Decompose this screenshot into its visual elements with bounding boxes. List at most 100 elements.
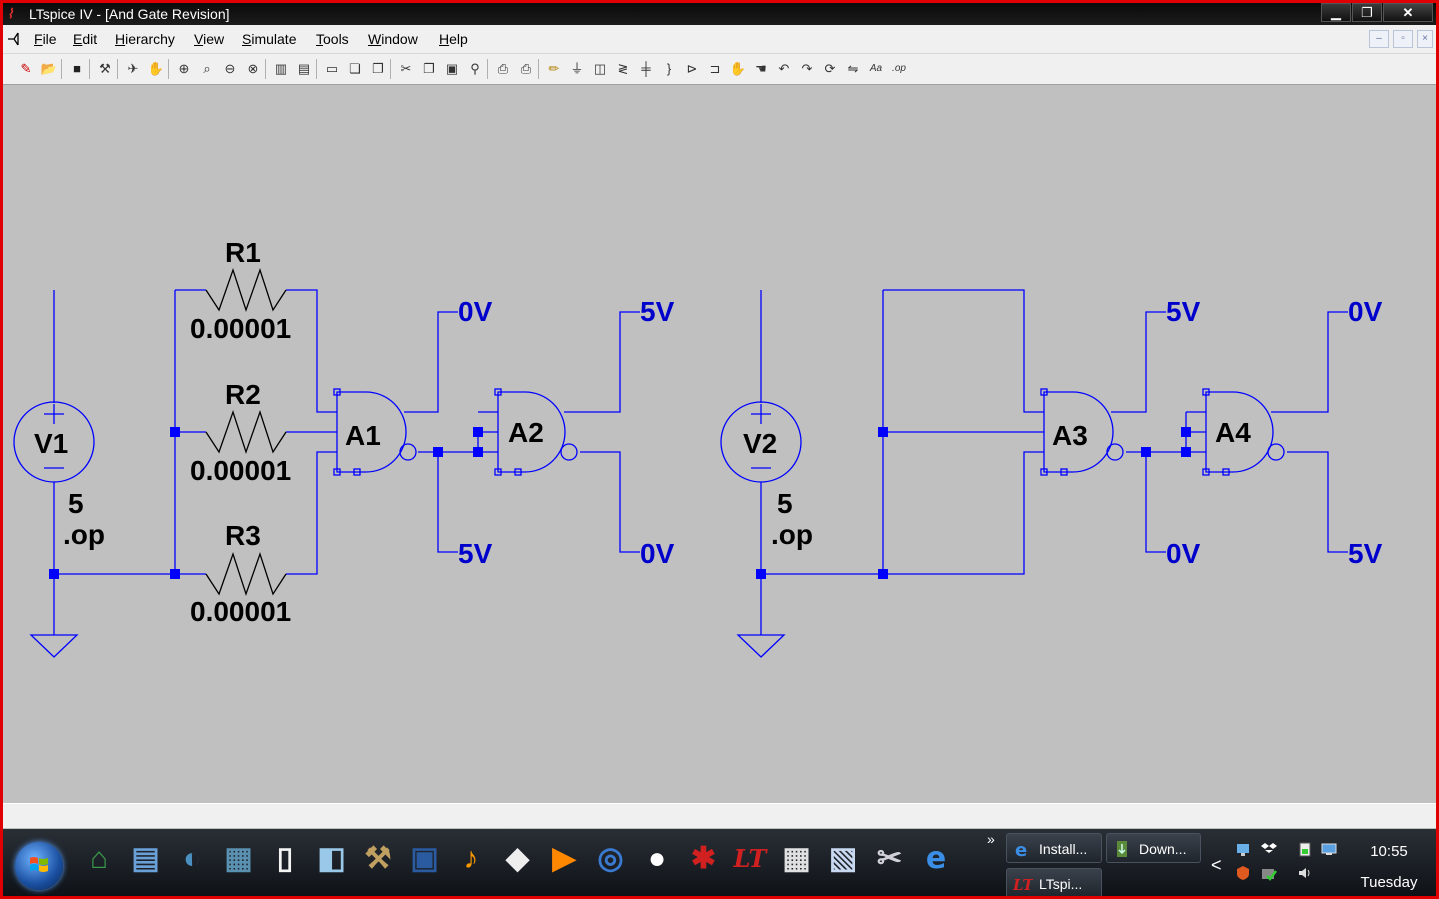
- puzzle-icon[interactable]: ✱: [690, 842, 717, 875]
- calculator-icon[interactable]: ▦: [782, 842, 811, 875]
- and-gate-a3[interactable]: [1040, 388, 1124, 476]
- net-label-a4-below[interactable]: 5V: [1348, 538, 1383, 569]
- shield-tray-icon[interactable]: [1235, 865, 1251, 881]
- task-button-download[interactable]: Down...: [1106, 833, 1201, 863]
- cut-icon[interactable]: ✂: [400, 61, 412, 76]
- minimize-button[interactable]: ▁: [1321, 3, 1351, 22]
- diode-icon[interactable]: ⊳: [686, 61, 698, 76]
- menu-edit[interactable]: Edit: [73, 31, 98, 47]
- component-icon[interactable]: ⊐: [709, 61, 721, 76]
- open-icon[interactable]: 📂: [40, 61, 58, 76]
- mdi-restore-button[interactable]: ▫: [1393, 30, 1413, 48]
- and-gate-a1[interactable]: [333, 388, 417, 476]
- draw-wire-icon[interactable]: ✏: [548, 61, 560, 76]
- drag-icon[interactable]: ☚: [755, 61, 767, 76]
- restore-button[interactable]: ❐: [1352, 3, 1382, 22]
- ground-icon[interactable]: ⏚: [570, 61, 584, 76]
- pick-visible-icon[interactable]: ❐: [372, 61, 384, 76]
- clock-day[interactable]: Tuesday: [1360, 874, 1418, 891]
- menu-tools[interactable]: Tools: [316, 31, 349, 47]
- cube-icon[interactable]: ▧: [828, 842, 858, 875]
- picture-icon[interactable]: ▦: [224, 842, 253, 875]
- display-tray-icon[interactable]: [1321, 841, 1337, 857]
- find-icon[interactable]: ⚲: [470, 61, 480, 76]
- tile-horizontal-icon[interactable]: ▤: [297, 61, 311, 76]
- spice-directive-icon[interactable]: .op: [892, 63, 906, 74]
- task-button-ltspice[interactable]: LT LTspi...: [1006, 868, 1102, 896]
- menu-simulate[interactable]: Simulate: [242, 31, 297, 47]
- copy-icon[interactable]: ❐: [423, 61, 435, 76]
- print-setup-icon[interactable]: ⎙: [497, 61, 509, 76]
- save-icon[interactable]: ■: [73, 61, 81, 76]
- network-tray-icon[interactable]: [1235, 841, 1251, 857]
- ltspice-app-icon[interactable]: ⌇: [7, 6, 14, 21]
- monitor-icon[interactable]: ▣: [410, 842, 439, 875]
- network-icon[interactable]: ⌂: [89, 842, 109, 875]
- and-gate-a4[interactable]: [1202, 388, 1285, 476]
- paste-icon[interactable]: ▣: [445, 61, 459, 76]
- net-label-a4-out[interactable]: 0V: [1348, 296, 1383, 327]
- net-label-a2-below[interactable]: 0V: [640, 538, 675, 569]
- document-icon[interactable]: ▤: [131, 842, 160, 875]
- net-label-a2-out[interactable]: 5V: [640, 296, 675, 327]
- mdi-close-button[interactable]: ×: [1417, 30, 1433, 48]
- antenna-icon[interactable]: ◎: [597, 842, 624, 875]
- panda-icon[interactable]: ●: [647, 842, 667, 875]
- schematic-doc-icon[interactable]: [6, 29, 26, 49]
- net-label-a1-out[interactable]: 0V: [458, 296, 493, 327]
- security-check-tray-icon[interactable]: [1261, 865, 1277, 881]
- close-all-icon[interactable]: ❏: [349, 61, 361, 76]
- mirror-icon[interactable]: ⇋: [847, 61, 859, 76]
- net-label-a1-below[interactable]: 5V: [458, 538, 493, 569]
- halt-icon[interactable]: ✋: [147, 61, 165, 76]
- move-icon[interactable]: ✋: [729, 61, 747, 76]
- start-button[interactable]: [15, 842, 63, 890]
- redo-icon[interactable]: ↷: [801, 61, 813, 76]
- undo-icon[interactable]: ↶: [778, 61, 790, 76]
- cascade-icon[interactable]: ▭: [325, 61, 339, 76]
- task-button-install[interactable]: e Install...: [1006, 833, 1102, 863]
- print-icon[interactable]: ⎙: [520, 61, 532, 76]
- menu-view[interactable]: View: [194, 31, 225, 47]
- zoom-out-icon[interactable]: ⊖: [224, 61, 236, 76]
- ie-icon[interactable]: e: [925, 841, 947, 876]
- menu-hierarchy[interactable]: Hierarchy: [115, 31, 175, 47]
- text-icon[interactable]: Aa: [869, 63, 883, 74]
- net-label-a3-below[interactable]: 0V: [1166, 538, 1201, 569]
- new-schematic-icon[interactable]: ✎: [20, 61, 32, 76]
- zoom-pan-icon[interactable]: ⌕: [203, 61, 211, 76]
- zoom-in-icon[interactable]: ⊕: [178, 61, 190, 76]
- inductor-icon[interactable]: }: [666, 61, 672, 76]
- menu-window[interactable]: Window: [368, 31, 418, 47]
- resistor-icon[interactable]: ≷: [617, 61, 629, 76]
- schematic-canvas[interactable]: R1 0.00001 R2 0.00001 R3 0.00001 V1 5 .o…: [3, 85, 1436, 803]
- label-net-icon[interactable]: ◫: [593, 61, 607, 76]
- blank-page-icon[interactable]: ▯: [276, 842, 294, 875]
- title-bar[interactable]: ⌇ LTspice IV - [And Gate Revision] ▁ ❐ ✕: [3, 3, 1436, 25]
- voltage-source-v1[interactable]: [13, 401, 95, 483]
- clock-time[interactable]: 10:55: [1370, 843, 1408, 860]
- net-label-a3-out[interactable]: 5V: [1166, 296, 1201, 327]
- tool-icon[interactable]: ⚒: [364, 842, 392, 875]
- notepad-icon[interactable]: ◧: [317, 842, 346, 875]
- audacity-icon[interactable]: ♪: [463, 842, 479, 875]
- schematic-drawing[interactable]: R1 0.00001 R2 0.00001 R3 0.00001 V1 5 .o…: [3, 85, 1436, 803]
- quick-launch-overflow[interactable]: »: [987, 831, 995, 847]
- control-panel-icon[interactable]: ⚒: [99, 61, 111, 76]
- battery-tray-icon[interactable]: [1297, 841, 1313, 857]
- dropbox-tray-icon[interactable]: [1261, 841, 1277, 857]
- capacitor-icon[interactable]: ╪: [641, 61, 651, 76]
- scissors-icon[interactable]: ✂: [876, 842, 903, 875]
- run-icon[interactable]: ✈: [127, 61, 139, 76]
- tile-vertical-icon[interactable]: ▥: [274, 61, 288, 76]
- ltspice-icon[interactable]: LT: [733, 844, 767, 873]
- vlc-icon[interactable]: ▶: [552, 842, 576, 875]
- menu-file[interactable]: File: [34, 31, 57, 47]
- volume-tray-icon[interactable]: [1297, 865, 1313, 881]
- media-icon[interactable]: ◐: [182, 842, 202, 875]
- menu-help[interactable]: Help: [439, 31, 468, 47]
- rotate-icon[interactable]: ⟳: [824, 61, 836, 76]
- mdi-minimize-button[interactable]: –: [1369, 30, 1389, 48]
- tray-expand-button[interactable]: <: [1211, 855, 1222, 875]
- and-gate-a2[interactable]: [494, 388, 578, 476]
